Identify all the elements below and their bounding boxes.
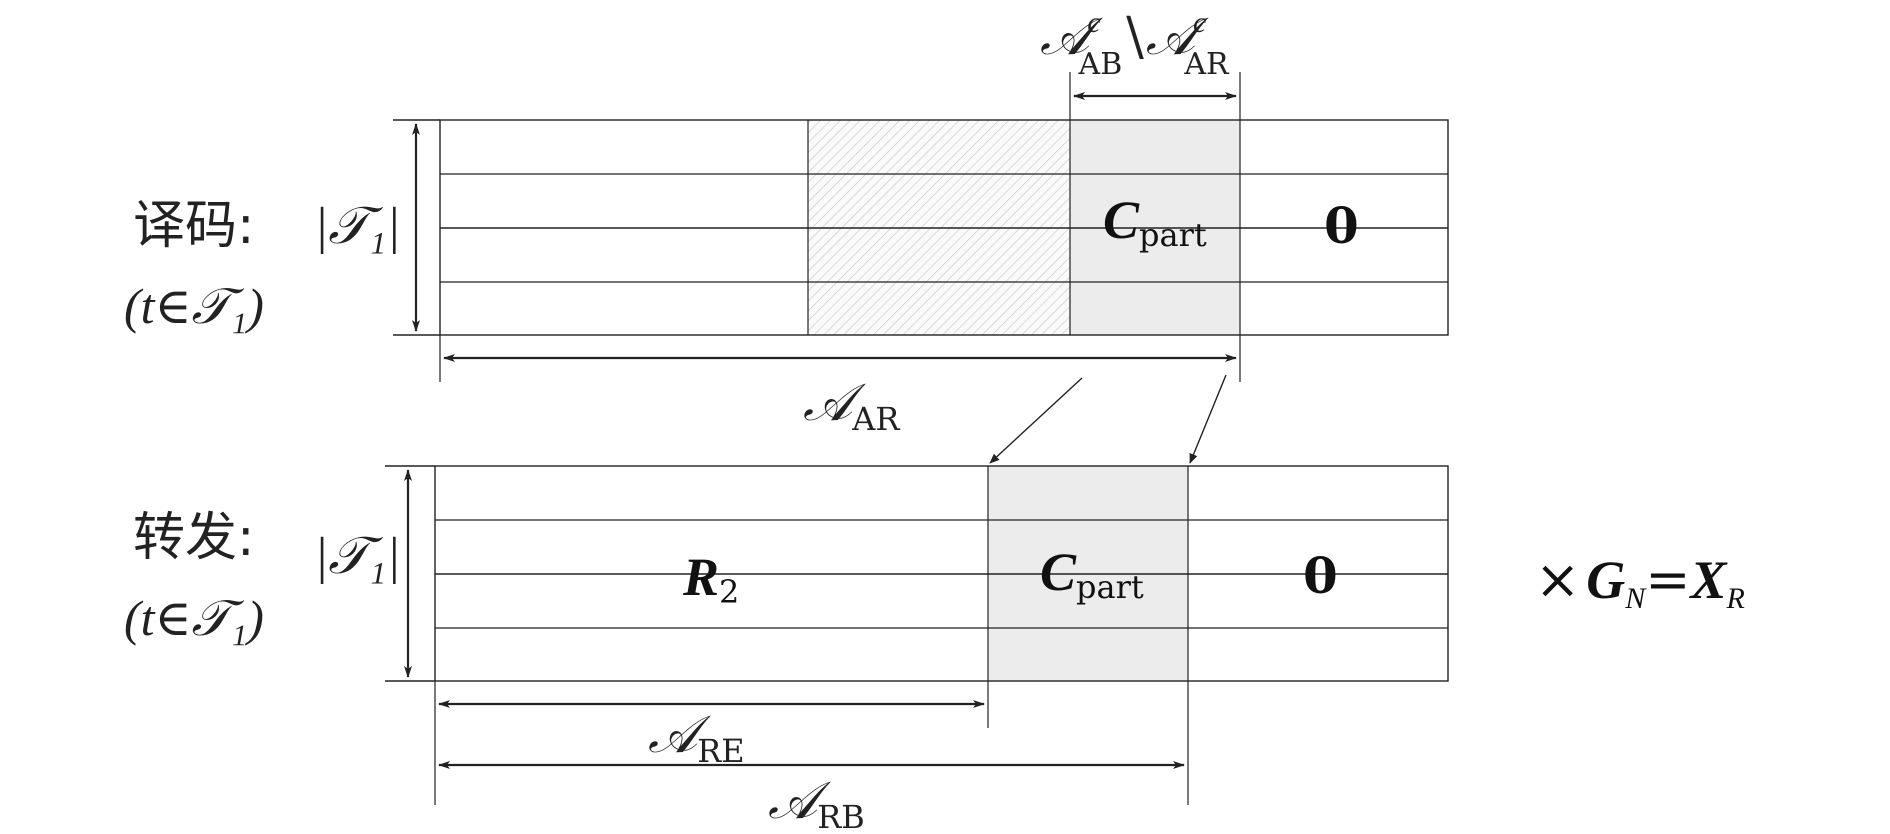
top-zero-label: 0 <box>1324 196 1359 255</box>
top-cpart-label: Cpart <box>1103 190 1207 254</box>
bottom-block: 转发: (t∈𝒯₁) |𝒯₁| R2 Cpart 0 𝒜RE 𝒜RB ×GN=X… <box>124 465 1745 834</box>
top-aar-label: 𝒜AR <box>803 375 900 438</box>
bottom-zero-label: 0 <box>1303 546 1338 605</box>
bottom-condition: (t∈𝒯₁) <box>124 590 264 646</box>
bottom-row-count-label: |𝒯₁| <box>314 528 401 585</box>
bottom-are-label: 𝒜RE <box>648 707 745 770</box>
top-row-count-label: |𝒯₁| <box>314 198 401 255</box>
bottom-cpart-label: Cpart <box>1040 542 1144 606</box>
top-label-cn: 译码: <box>133 196 255 256</box>
bottom-r2-label: R2 <box>682 547 739 611</box>
bottom-equation: ×GN=XR <box>1535 548 1745 615</box>
connector-arrow-right <box>1189 374 1227 464</box>
top-condition: (t∈𝒯₁) <box>124 278 264 334</box>
bottom-arb-label: 𝒜RB <box>768 773 865 834</box>
bottom-label-cn: 转发: <box>133 508 255 568</box>
connector-arrow-left <box>989 377 1083 464</box>
